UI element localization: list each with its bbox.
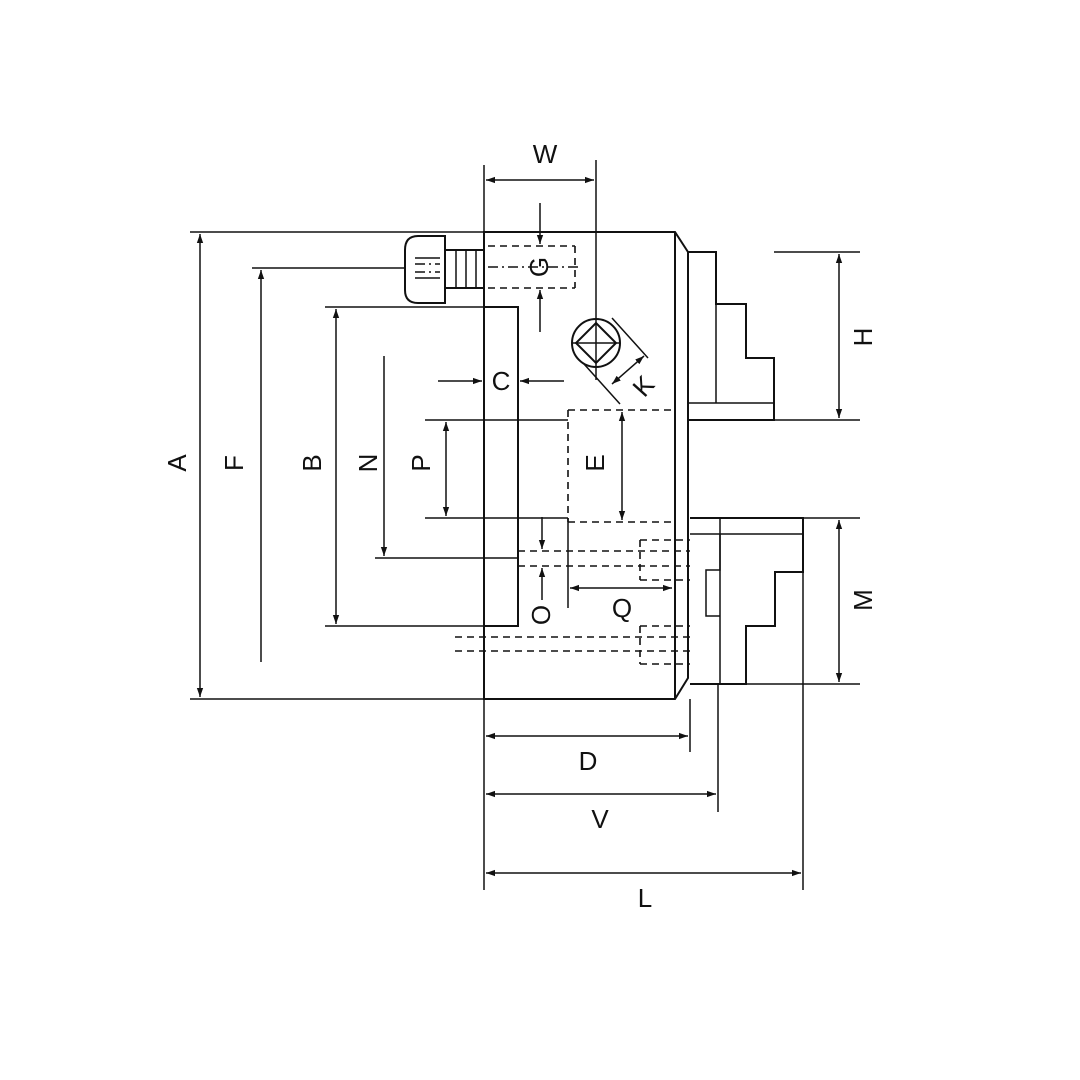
- label-n: N: [353, 454, 383, 473]
- extension-lines: [190, 165, 860, 890]
- label-w: W: [533, 139, 558, 169]
- label-e: E: [580, 454, 610, 471]
- label-m: M: [848, 589, 878, 611]
- upper-jaw: [688, 251, 775, 421]
- label-q: Q: [612, 593, 632, 623]
- dimension-labels: W G C K A F B N P E O Q H M D V L: [162, 139, 878, 913]
- label-v: V: [591, 804, 609, 834]
- square-socket: [571, 160, 649, 405]
- label-g: G: [524, 257, 554, 277]
- label-o: O: [526, 605, 556, 625]
- label-p: P: [406, 454, 436, 471]
- label-b: B: [297, 454, 327, 471]
- dimension-lines: [196, 176, 843, 877]
- label-f: F: [219, 455, 249, 471]
- hidden-bore-lines: [455, 245, 690, 665]
- jaw-screw: [404, 235, 485, 304]
- label-l: L: [638, 883, 652, 913]
- label-h: H: [848, 328, 878, 347]
- lower-jaw: [690, 517, 804, 685]
- label-c: C: [492, 366, 511, 396]
- label-d: D: [579, 746, 598, 776]
- label-a: A: [162, 454, 192, 472]
- label-k: K: [626, 369, 660, 402]
